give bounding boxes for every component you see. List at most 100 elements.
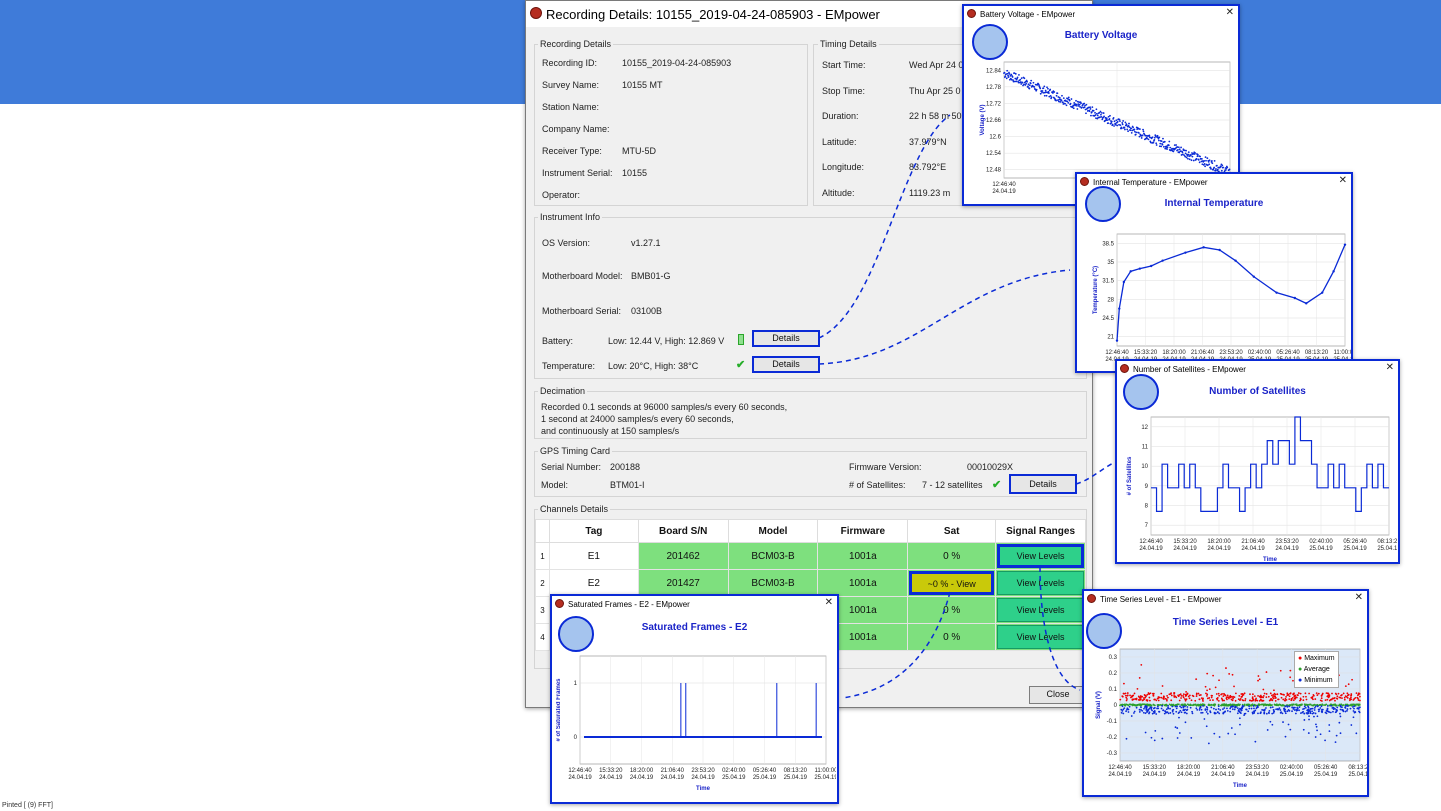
x-axis-label: Time	[696, 786, 711, 792]
data-point	[1258, 695, 1261, 698]
data-point	[1116, 124, 1119, 127]
temperature-details-button[interactable]: Details	[752, 356, 820, 373]
data-point	[1103, 115, 1105, 118]
close-icon[interactable]: ✕	[1385, 362, 1394, 373]
data-point	[1296, 707, 1299, 710]
data-point	[1222, 166, 1225, 169]
data-point	[1299, 697, 1302, 700]
data-point	[1255, 704, 1258, 707]
data-point	[1100, 113, 1102, 116]
view-levels-button[interactable]: View Levels	[997, 625, 1084, 649]
data-point	[1184, 705, 1186, 708]
data-point	[1089, 106, 1091, 109]
signal-ranges-cell[interactable]: View Levels	[995, 596, 1086, 624]
data-point	[1161, 143, 1164, 146]
data-point	[1220, 165, 1222, 168]
y-tick-label: 12.66	[986, 118, 1002, 124]
data-point	[1355, 692, 1358, 695]
data-point	[1151, 136, 1154, 139]
data-point	[1182, 693, 1185, 695]
data-point	[1181, 151, 1184, 154]
view-levels-button[interactable]: View Levels	[997, 598, 1084, 622]
saturated-chart-title: Saturated Frames - E2	[641, 622, 748, 633]
data-point	[1144, 712, 1147, 715]
close-icon[interactable]: ✕	[1354, 592, 1363, 603]
data-point	[1309, 712, 1312, 715]
data-point	[1182, 696, 1185, 699]
data-point	[1027, 85, 1029, 88]
data-point	[1076, 100, 1079, 103]
decimation-line-3: and continuously at 150 samples/s	[541, 426, 680, 436]
data-point	[1218, 679, 1220, 682]
x-tick-label: 08:13:20	[784, 768, 808, 774]
data-point	[1244, 698, 1247, 700]
x-tick-label: 24.04.19	[1177, 772, 1201, 778]
data-point	[1195, 157, 1198, 160]
data-point	[1326, 705, 1329, 707]
data-point	[1019, 81, 1022, 83]
data-point	[1290, 698, 1293, 701]
data-point	[1195, 678, 1198, 681]
data-point	[1227, 732, 1230, 735]
data-point	[1207, 703, 1210, 706]
data-point	[1160, 707, 1163, 710]
data-point	[1242, 699, 1245, 702]
data-point	[1247, 710, 1250, 713]
os-version-value: v1.27.1	[631, 238, 661, 248]
data-point	[1138, 711, 1141, 713]
data-point	[1182, 709, 1185, 711]
data-point	[1349, 707, 1352, 710]
data-point	[1204, 708, 1207, 711]
data-point	[1177, 149, 1179, 151]
x-tick-label: 15:33:20	[1143, 765, 1167, 771]
data-point	[1346, 708, 1349, 710]
x-tick-label: 25.04.19	[1309, 546, 1333, 552]
data-point	[1130, 127, 1133, 130]
data-point	[1347, 683, 1350, 686]
signal-ranges-cell[interactable]: View Levels	[995, 569, 1086, 597]
battery-details-button[interactable]: Details	[752, 330, 820, 347]
view-levels-button[interactable]: View Levels	[997, 544, 1084, 568]
instrument-info-group	[534, 217, 1087, 379]
data-point	[1058, 96, 1061, 99]
close-button[interactable]: Close	[1029, 686, 1087, 704]
gps-details-button[interactable]: Details	[1009, 474, 1077, 494]
sat-cell[interactable]: ~0 % - View	[907, 569, 997, 597]
close-icon[interactable]: ✕	[1338, 175, 1347, 186]
data-point	[1353, 698, 1356, 700]
close-icon[interactable]: ✕	[1225, 7, 1234, 18]
data-point	[1226, 698, 1228, 701]
signal-ranges-cell[interactable]: View Levels	[995, 623, 1086, 651]
data-point	[1333, 697, 1336, 699]
signal-ranges-cell[interactable]: View Levels	[995, 542, 1086, 570]
data-point	[1132, 126, 1134, 129]
x-tick-label: 25.04.19	[753, 775, 777, 781]
data-point	[1346, 704, 1349, 707]
data-point	[1283, 699, 1286, 702]
view-levels-button[interactable]: View Levels	[997, 571, 1084, 595]
data-point	[1213, 712, 1216, 714]
data-point	[1215, 693, 1218, 695]
data-point	[1358, 692, 1361, 695]
data-point	[1339, 712, 1341, 715]
data-point	[1056, 92, 1059, 95]
row-number: 4	[535, 623, 550, 651]
data-point	[1005, 77, 1008, 80]
data-point	[1162, 145, 1165, 148]
data-point	[1212, 699, 1214, 701]
data-point	[1152, 703, 1155, 706]
data-point	[1009, 74, 1012, 77]
data-point	[1178, 699, 1181, 702]
data-point	[1272, 693, 1275, 696]
data-point	[1206, 672, 1209, 675]
sat-view-button[interactable]: ~0 % - View	[909, 571, 995, 595]
y-tick-label: 1	[574, 681, 578, 687]
y-tick-label: -0.1	[1107, 719, 1118, 725]
data-point	[1302, 728, 1305, 731]
data-point	[1076, 104, 1078, 107]
data-point	[1291, 696, 1294, 699]
data-point	[1320, 697, 1323, 700]
data-point	[1257, 712, 1259, 715]
close-icon[interactable]: ✕	[824, 597, 833, 608]
